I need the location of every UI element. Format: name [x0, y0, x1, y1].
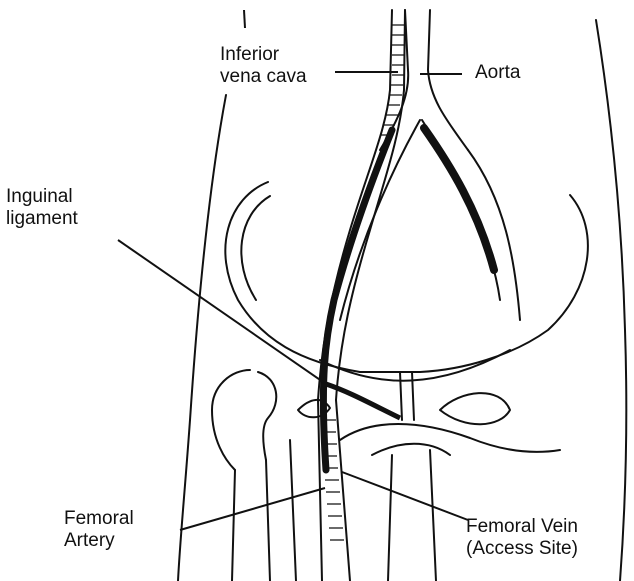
- aorta-label: Aorta: [475, 62, 520, 84]
- top-tick: [244, 10, 245, 28]
- inferior-vena-cava-line-1: Inferior: [220, 44, 307, 66]
- body-outline-right: [596, 20, 626, 581]
- inferior-vena-cava-label: Inferior vena cava: [220, 44, 307, 88]
- femur-left-shaft-outer: [232, 470, 235, 581]
- inguinal-leader: [118, 240, 326, 384]
- femoral-vein-leader: [342, 472, 468, 520]
- pubic-symphysis: [400, 372, 414, 420]
- inguinal-ligament-line-1: Inguinal: [6, 186, 78, 208]
- catheter-band: [323, 130, 392, 470]
- femur-left-mid: [290, 440, 296, 581]
- femoral-artery-label: Femoral Artery: [64, 508, 134, 552]
- pubic-arch-lower: [372, 444, 450, 455]
- femoral-vein-right-wall: [336, 400, 350, 581]
- femur-left-head: [212, 370, 250, 470]
- iliac-shaded-band: [424, 128, 494, 270]
- femoral-vein-line-2: (Access Site): [466, 538, 578, 560]
- femur-left-neck: [258, 372, 276, 460]
- femur-right-shaft-a: [388, 455, 392, 581]
- inguinal-ligament-line-2: ligament: [6, 208, 78, 230]
- iliac-right-outer: [468, 150, 520, 320]
- femoral-vein-line-1: Femoral Vein: [466, 516, 578, 538]
- ivc-right-wall: [336, 10, 405, 400]
- pelvis-lower-rim: [320, 350, 510, 381]
- inguinal-ligament-label: Inguinal ligament: [6, 186, 78, 230]
- femur-left-shaft-inner: [266, 460, 270, 581]
- femoral-artery-line-2: Artery: [64, 530, 134, 552]
- femoral-artery-leader: [180, 488, 325, 530]
- aorta-right-wall: [428, 10, 468, 150]
- inferior-vena-cava-line-2: vena cava: [220, 66, 307, 88]
- femoral-vein-label: Femoral Vein (Access Site): [466, 516, 578, 560]
- body-outline-left: [178, 95, 226, 581]
- pubic-arch: [340, 424, 560, 452]
- pelvis-inner-rim: [241, 196, 270, 300]
- obturator-foramen-right: [440, 393, 510, 424]
- femur-right-shaft-b: [430, 450, 436, 581]
- femoral-artery-line-1: Femoral: [64, 508, 134, 530]
